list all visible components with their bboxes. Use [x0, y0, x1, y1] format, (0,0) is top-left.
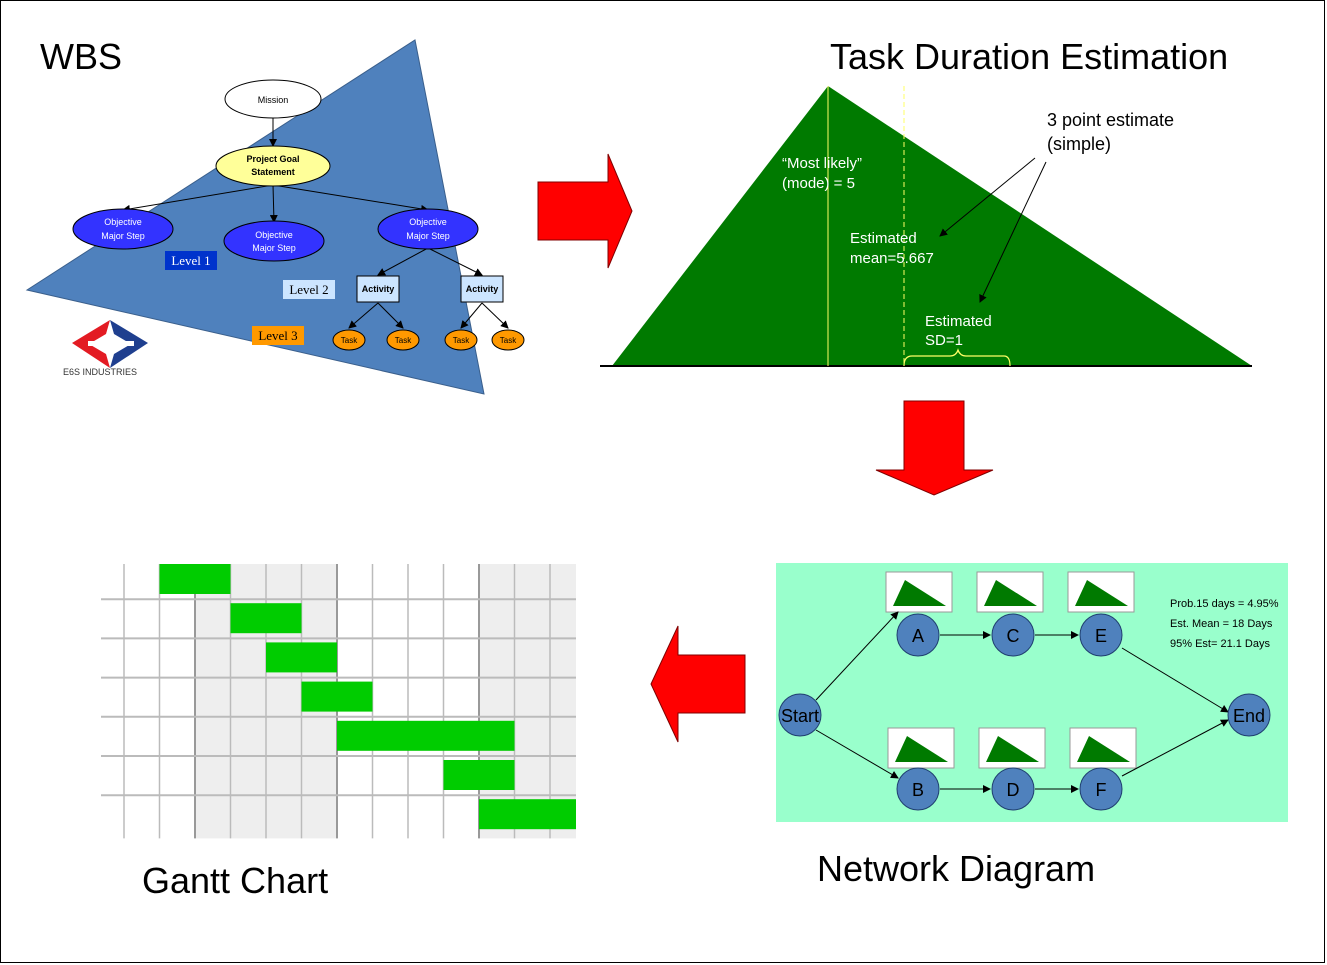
node-start-label: Start — [781, 706, 819, 726]
node-a: A — [896, 613, 940, 657]
arrow-down-icon — [875, 400, 994, 496]
task-1-label: Task — [341, 336, 358, 345]
gantt-title: Gantt Chart — [142, 860, 329, 901]
company-name: E6S INDUSTRIES — [63, 367, 137, 377]
activity-node-2: Activity — [460, 275, 504, 303]
activity-1-label: Activity — [362, 284, 395, 294]
thumbnail-f — [1069, 727, 1137, 769]
node-d-label: D — [1007, 780, 1020, 800]
thumbnail-c — [976, 571, 1044, 613]
sd-line2: SD=1 — [925, 332, 963, 349]
objective-1-line2: Major Step — [101, 231, 145, 241]
goal-node: Project Goal Statement — [215, 145, 331, 187]
node-c-label: C — [1007, 626, 1020, 646]
e6s-logo-icon — [72, 320, 148, 368]
most-likely-line1: “Most likely” — [782, 155, 862, 172]
network-stat-95: 95% Est= 21.1 Days — [1170, 638, 1270, 650]
node-f-label: F — [1096, 780, 1107, 800]
gantt-bar-7 — [479, 799, 576, 830]
thumbnail-d — [978, 727, 1046, 769]
node-e-label: E — [1095, 626, 1107, 646]
node-e: E — [1079, 613, 1123, 657]
gantt-bar-4 — [301, 681, 373, 712]
goal-label-line2: Statement — [251, 167, 295, 177]
network-stat-mean: Est. Mean = 18 Days — [1170, 618, 1273, 630]
goal-label-line1: Project Goal — [246, 154, 299, 164]
gantt-panel — [101, 564, 576, 839]
thumbnail-a — [885, 571, 953, 613]
triangle-distribution — [612, 86, 1252, 366]
task-4-label: Task — [500, 336, 517, 345]
most-likely-line2: (mode) = 5 — [782, 175, 855, 192]
gantt-bar-6 — [443, 760, 515, 790]
gantt-bar-5 — [337, 720, 515, 751]
node-end: End — [1227, 693, 1271, 737]
wbs-panel: Mission Project Goal Statement Objective… — [25, 39, 525, 395]
three-point-line2: (simple) — [1047, 134, 1111, 154]
objective-3-line2: Major Step — [406, 231, 450, 241]
level-3-badge: Level 3 — [252, 326, 304, 345]
objective-node-2: Objective Major Step — [223, 220, 325, 262]
level-3-label: Level 3 — [258, 328, 297, 343]
thumbnail-b — [887, 727, 955, 769]
gantt-bar-2 — [230, 603, 302, 634]
arrow-right-icon — [537, 153, 633, 269]
node-b-label: B — [912, 780, 924, 800]
level-2-label: Level 2 — [289, 282, 328, 297]
objective-3-line1: Objective — [409, 217, 447, 227]
sd-brace — [903, 348, 1011, 367]
thumbnail-e — [1067, 571, 1135, 613]
mean-line2: mean=5.667 — [850, 250, 934, 267]
gantt-grid — [101, 564, 576, 839]
mission-label: Mission — [258, 95, 289, 105]
node-f: F — [1079, 767, 1123, 811]
task-3-label: Task — [453, 336, 470, 345]
mean-line1: Estimated — [850, 230, 917, 247]
activity-2-label: Activity — [466, 284, 499, 294]
objective-node-3: Objective Major Step — [377, 208, 479, 250]
level-2-badge: Level 2 — [283, 280, 335, 299]
node-d: D — [991, 767, 1035, 811]
objective-1-line1: Objective — [104, 217, 142, 227]
node-c: C — [991, 613, 1035, 657]
node-end-label: End — [1233, 706, 1265, 726]
network-panel: Start A C E B D F End Pr — [776, 563, 1288, 822]
task-2-label: Task — [395, 336, 412, 345]
task-node-2: Task — [386, 329, 420, 351]
three-point-line1: 3 point estimate — [1047, 110, 1174, 130]
gantt-bars — [159, 564, 576, 830]
duration-panel: “Most likely” (mode) = 5 3 point estimat… — [600, 86, 1252, 367]
mission-node: Mission — [224, 79, 322, 119]
node-b: B — [896, 767, 940, 811]
level-1-label: Level 1 — [171, 253, 210, 268]
gantt-bar-3 — [266, 642, 337, 673]
network-title: Network Diagram — [817, 848, 1096, 889]
objective-2-line1: Objective — [255, 230, 293, 240]
sd-line1: Estimated — [925, 313, 992, 330]
arrow-left-icon — [650, 625, 746, 743]
activity-node-1: Activity — [356, 275, 400, 303]
objective-node-1: Objective Major Step — [72, 208, 174, 250]
task-duration-title: Task Duration Estimation — [830, 36, 1229, 77]
wbs-title: WBS — [40, 36, 123, 77]
level-1-badge: Level 1 — [165, 251, 217, 270]
gantt-shade-2 — [479, 564, 576, 839]
gantt-bar-1 — [159, 564, 231, 594]
objective-2-line2: Major Step — [252, 243, 296, 253]
task-node-4: Task — [491, 329, 525, 351]
task-node-1: Task — [332, 329, 366, 351]
node-start: Start — [778, 693, 822, 737]
task-node-3: Task — [444, 329, 478, 351]
network-stat-prob: Prob.15 days = 4.95% — [1170, 598, 1279, 610]
node-a-label: A — [912, 626, 924, 646]
